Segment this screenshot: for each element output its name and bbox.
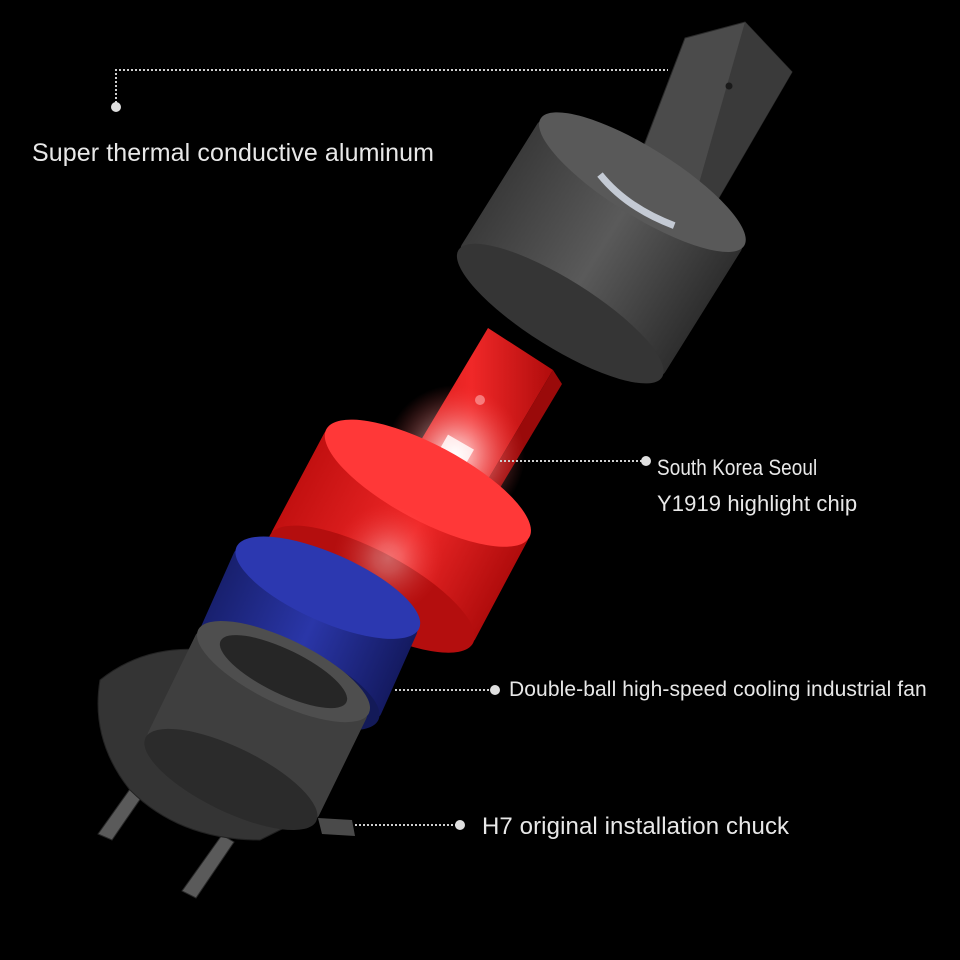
chuck-pin-right <box>181 834 235 899</box>
callout-aluminum: Super thermal conductive aluminum <box>32 139 435 167</box>
callout-fan: Double-ball high-speed cooling industria… <box>509 678 927 701</box>
leader-dot-chuck <box>455 820 465 830</box>
leader-dot-chip <box>641 456 651 466</box>
callout-chip: South Korea Seoul Y1919 highlight chip <box>657 450 857 522</box>
callout-chip-line2: Y1919 highlight chip <box>657 491 858 516</box>
leader-aluminum <box>115 69 668 107</box>
leader-lines <box>115 69 668 826</box>
leader-dot-fan <box>490 685 500 695</box>
leader-dots <box>111 102 651 830</box>
leader-dot-aluminum <box>111 102 121 112</box>
h7-chuck <box>97 620 371 899</box>
callout-chuck: H7 original installation chuck <box>482 813 790 840</box>
callout-chip-line1: South Korea Seoul <box>657 455 818 480</box>
aluminum-housing <box>456 21 793 384</box>
